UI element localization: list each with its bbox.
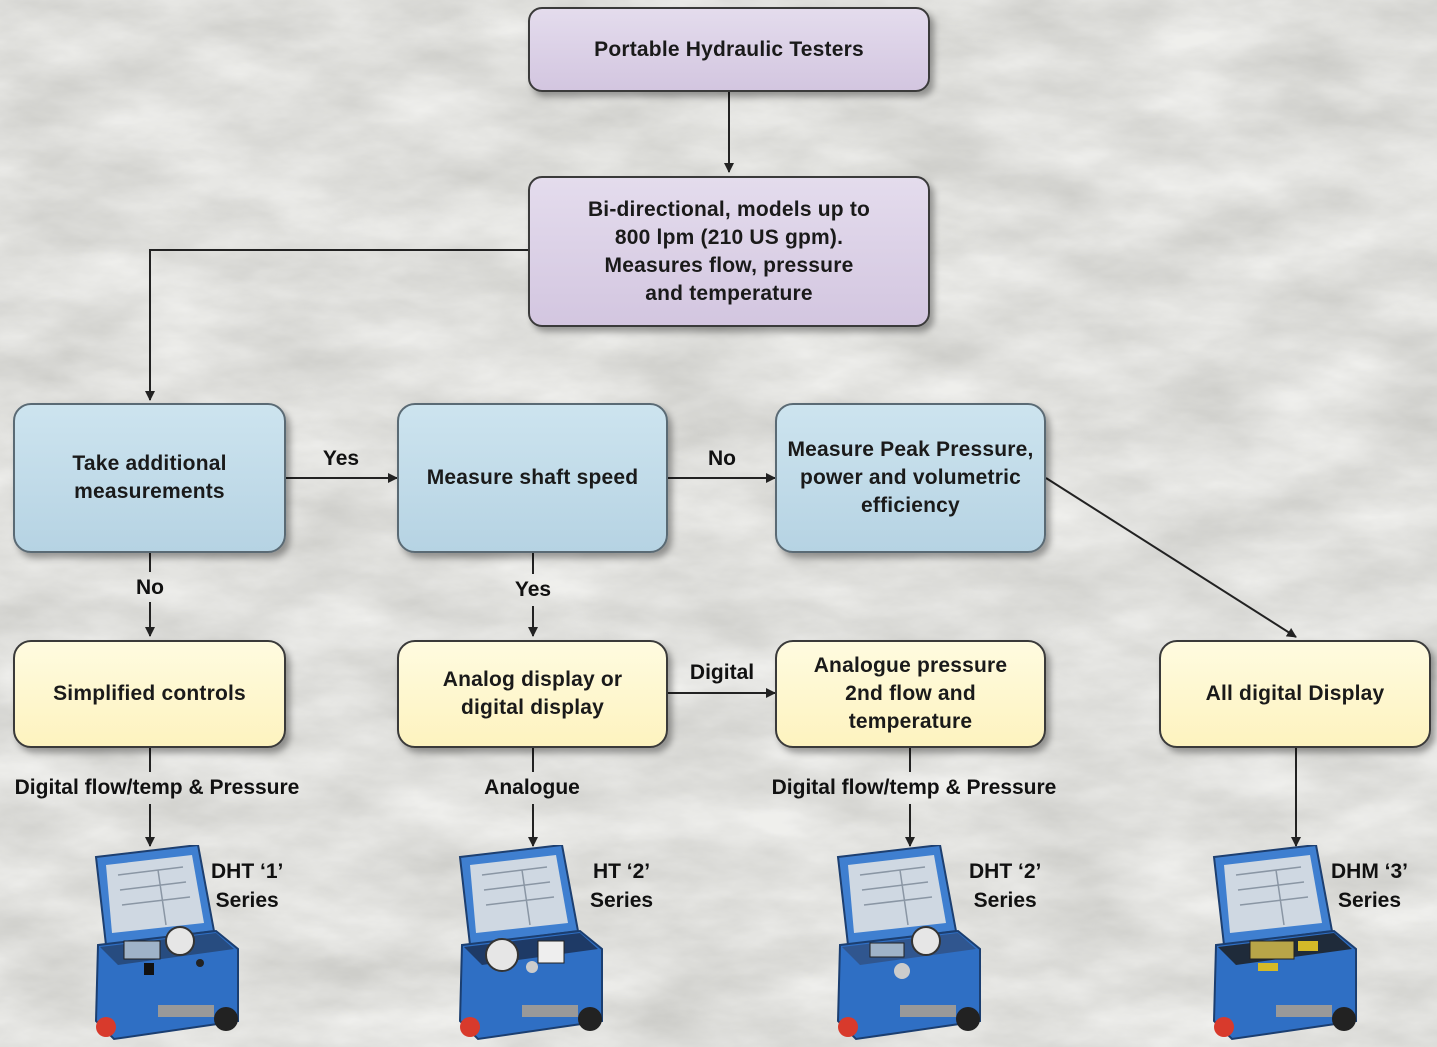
edge-label-digital-flow: Digital flow/temp & Pressure: [14, 776, 300, 799]
product-label-dht2: DHT ‘2’ Series: [969, 860, 1042, 912]
edge-label-no: No: [708, 447, 736, 470]
node-simplified-controls: Simplified controls: [13, 640, 286, 748]
edge-label-analogue: Analogue: [484, 776, 580, 799]
edge-label-digital: Digital: [689, 661, 755, 684]
product-label-dht1: DHT ‘1’ Series: [211, 860, 284, 912]
tester-image-dht2: [836, 845, 981, 1041]
product-label-dhm3: DHM ‘3’ Series: [1331, 860, 1409, 912]
node-take-additional-measurements: Take additional measurements: [13, 403, 286, 553]
product-label-ht2: HT ‘2’ Series: [590, 860, 654, 912]
node-measure-peak-pressure: Measure Peak Pressure, power and volumet…: [775, 403, 1046, 553]
node-spec: Bi-directional, models up to 800 lpm (21…: [528, 176, 930, 327]
node-root: Portable Hydraulic Testers: [528, 7, 930, 92]
node-analogue-pressure: Analogue pressure 2nd flow and temperatu…: [775, 640, 1046, 748]
tester-image-ht2: [458, 845, 603, 1041]
edge-label-no: No: [136, 576, 164, 599]
tester-image-dht1: [94, 845, 239, 1041]
tester-image-dhm3: [1212, 845, 1357, 1041]
edge-label-yes: Yes: [322, 447, 360, 470]
node-measure-shaft-speed: Measure shaft speed: [397, 403, 668, 553]
node-analog-or-digital-display: Analog display or digital display: [397, 640, 668, 748]
node-all-digital-display: All digital Display: [1159, 640, 1431, 748]
edge-label-yes: Yes: [514, 578, 552, 601]
edge-label-digital-flow: Digital flow/temp & Pressure: [771, 776, 1057, 799]
